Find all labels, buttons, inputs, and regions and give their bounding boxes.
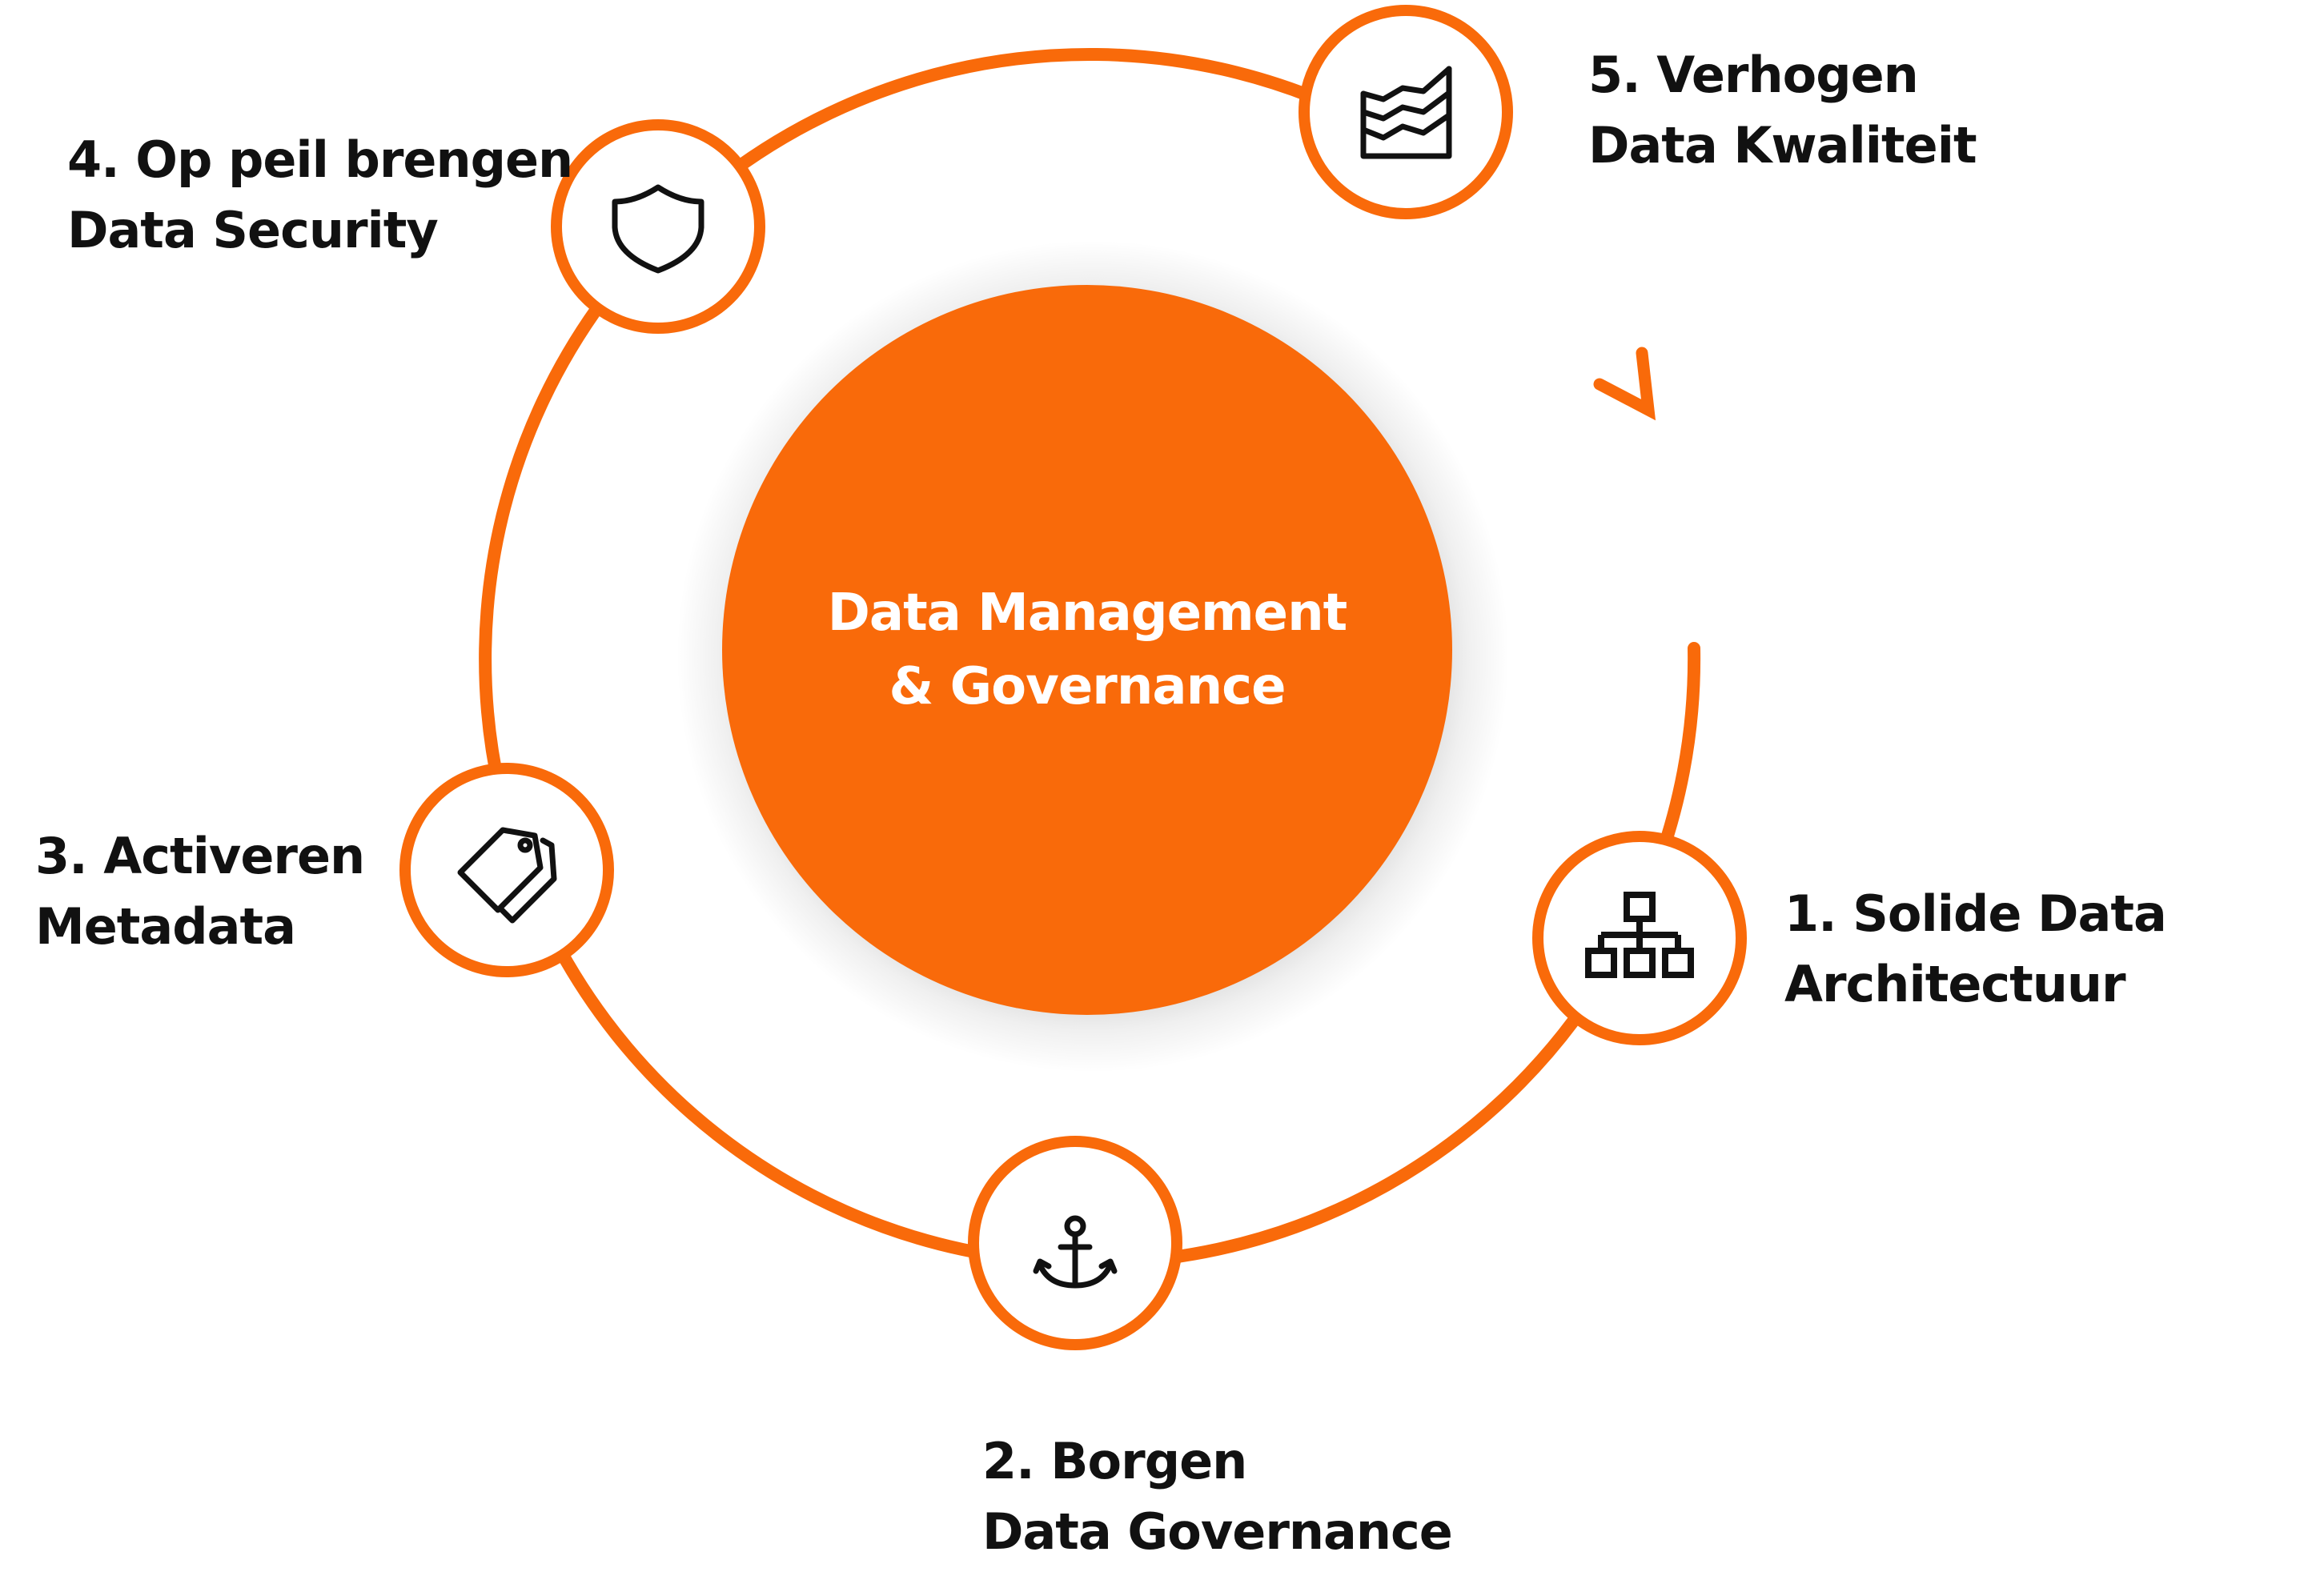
step-3-node <box>399 763 614 977</box>
step-5-title: 5. Verhogen <box>1588 46 1919 104</box>
step-4-subtitle: Data Security <box>67 201 439 259</box>
anchor-icon <box>1033 1215 1118 1289</box>
step-5-node <box>1299 5 1513 219</box>
center-title-line-2: & Governance <box>889 657 1286 716</box>
step-1-label: 1. Solide Data Architectuur <box>1784 879 2167 1020</box>
step-2-node <box>968 1136 1182 1350</box>
step-1-title: 1. Solide Data <box>1784 884 2167 943</box>
step-4-label: 4. Op peil brengen Data Security <box>67 125 573 266</box>
step-3-title: 3. Activeren <box>35 827 365 885</box>
sitemap-icon <box>1585 892 1694 978</box>
step-1-node <box>1532 831 1747 1045</box>
center-title-line-1: Data Management <box>827 583 1347 643</box>
step-4-node <box>551 119 765 334</box>
step-1-subtitle: Architectuur <box>1784 955 2126 1013</box>
center-title: Data Management & Governance <box>727 576 1447 724</box>
cycle-arrowhead <box>1593 347 1656 421</box>
step-3-subtitle: Metadata <box>35 897 296 956</box>
step-2-subtitle: Data Governance <box>982 1502 1453 1561</box>
shield-icon <box>612 184 704 274</box>
step-2-title: 2. Borgen <box>982 1432 1247 1490</box>
step-2-label: 2. Borgen Data Governance <box>982 1426 1453 1567</box>
center-circle <box>722 285 1452 1015</box>
step-4-title: 4. Op peil brengen <box>67 130 573 189</box>
tags-icon <box>457 827 557 924</box>
quality-chart-icon <box>1360 66 1452 159</box>
step-5-subtitle: Data Kwaliteit <box>1588 116 1977 174</box>
step-3-label: 3. Activeren Metadata <box>35 821 365 962</box>
step-5-label: 5. Verhogen Data Kwaliteit <box>1588 40 1977 181</box>
